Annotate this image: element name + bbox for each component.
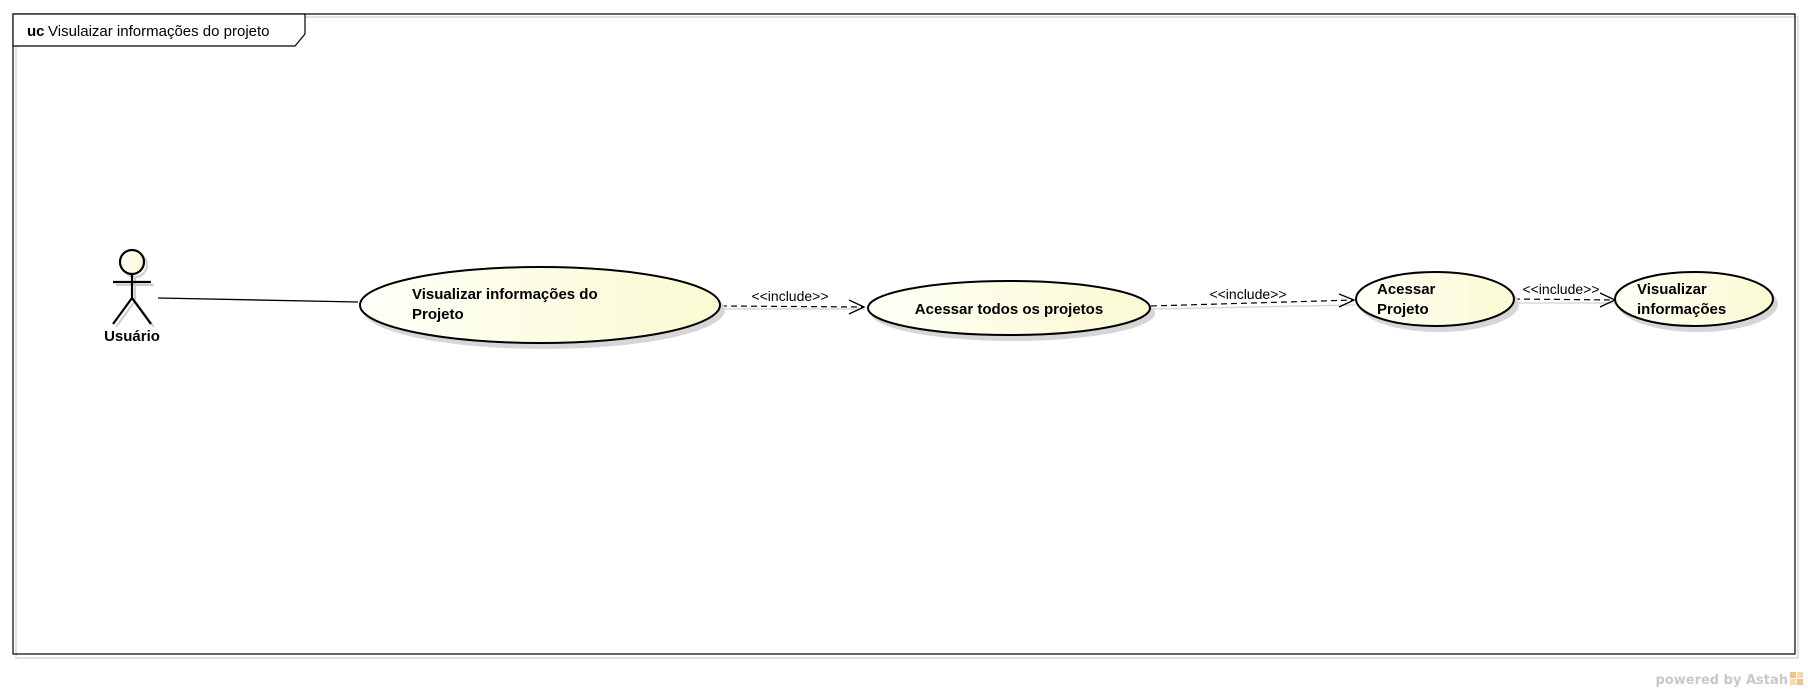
- use-case-visualizar-informacoes[interactable]: Visualizar informações: [1614, 271, 1778, 332]
- actor-usuario[interactable]: Usuário: [104, 248, 160, 345]
- use-case-label-line1: Visualizar informações do: [412, 286, 598, 303]
- use-case-label-line2: Projeto: [412, 306, 464, 323]
- astah-logo-icon: [1790, 672, 1803, 685]
- frame-title: Visulaizar informações do projeto: [48, 23, 270, 40]
- include-relation-2[interactable]: <<include>>: [1150, 286, 1356, 310]
- use-case-label-line1: Acessar: [1377, 281, 1436, 298]
- use-case-label-line2: informações: [1637, 301, 1726, 318]
- actor-name: Usuário: [104, 328, 160, 345]
- use-case-label: Acessar todos os projetos: [915, 301, 1103, 318]
- use-case-ellipse: [867, 280, 1151, 336]
- use-case-label-line2: Projeto: [1377, 301, 1429, 318]
- use-case-ellipse: [1614, 271, 1774, 327]
- astah-watermark: powered by Astah: [1656, 672, 1803, 688]
- actor-head: [118, 248, 146, 276]
- use-case-acessar-todos-os-projetos[interactable]: Acessar todos os projetos: [867, 280, 1155, 341]
- use-case-ellipse: [359, 266, 721, 344]
- include-label-1: <<include>>: [751, 288, 828, 304]
- diagram-frame: uc Visulaizar informações do projeto: [12, 13, 1799, 659]
- include-relation-3[interactable]: <<include>>: [1513, 281, 1617, 308]
- actor-left-leg: [112, 297, 133, 325]
- use-case-label-line1: Visualizar: [1637, 281, 1707, 298]
- association-line[interactable]: [157, 297, 359, 303]
- include-relation-1[interactable]: <<include>>: [720, 288, 866, 315]
- use-case-visualizar-informacoes-do-projeto[interactable]: Visualizar informações do Projeto: [359, 266, 725, 349]
- use-case-acessar-projeto[interactable]: Acessar Projeto: [1355, 271, 1519, 332]
- actor-right-leg: [131, 297, 152, 325]
- frame-keyword: uc: [27, 23, 45, 40]
- frame-tab: [12, 13, 306, 47]
- use-case-ellipse: [1355, 271, 1515, 327]
- watermark-text: powered by Astah: [1656, 673, 1788, 688]
- include-label-2: <<include>>: [1209, 286, 1286, 302]
- include-label-3: <<include>>: [1522, 281, 1599, 297]
